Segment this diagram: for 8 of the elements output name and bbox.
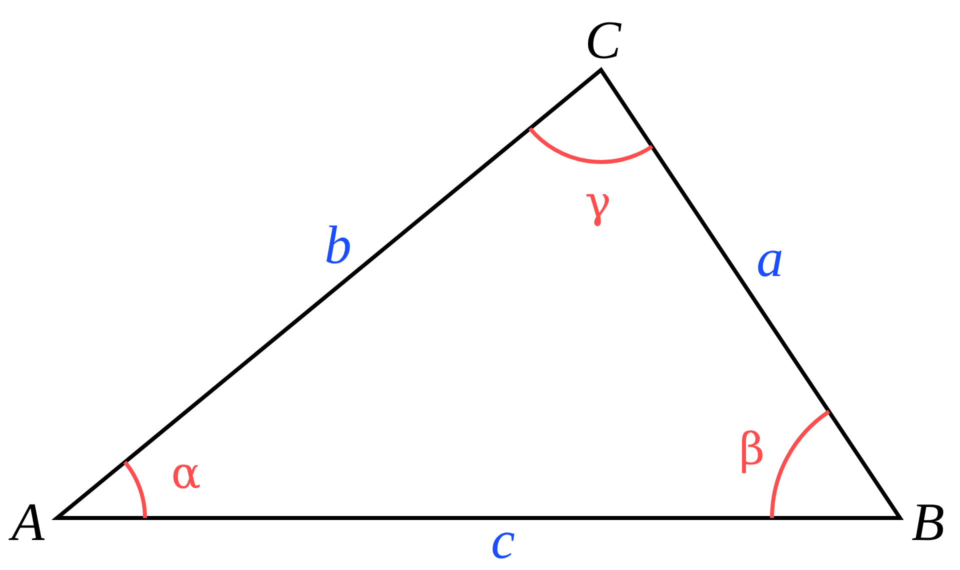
- side-label: c: [491, 513, 515, 567]
- angle-label: α: [171, 452, 201, 496]
- angle-label: β: [739, 428, 765, 472]
- side-label: a: [756, 231, 784, 285]
- angle-label: γ: [584, 181, 612, 225]
- side-label: b: [324, 218, 352, 272]
- vertex-label: B: [912, 495, 944, 549]
- vertex-label: C: [584, 13, 622, 67]
